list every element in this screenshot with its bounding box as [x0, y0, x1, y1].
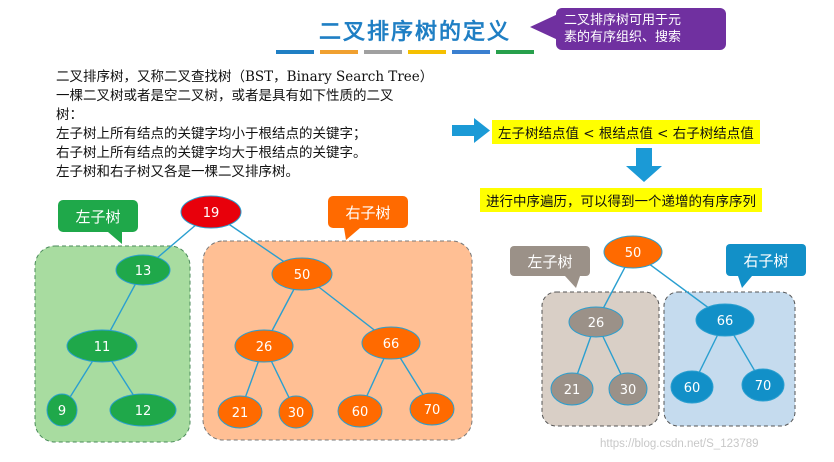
title-underline-2: [320, 50, 358, 54]
watermark: https://blog.csdn.net/S_123789: [600, 438, 759, 450]
node-value: 11: [94, 340, 111, 355]
node-value: 19: [203, 206, 220, 221]
tree-node: 12: [109, 393, 177, 427]
left-subtree-label: 左子树: [75, 208, 120, 226]
title-underline-4: [408, 50, 446, 54]
definition-line: 一棵二叉树或者是空二叉树，或者是具有如下性质的二叉: [56, 88, 394, 104]
callout-box: 二叉排序树可用于元 素的有序组织、搜索: [556, 8, 726, 50]
node-value: 66: [717, 314, 734, 329]
title-underline-6: [496, 50, 534, 54]
tree-node: 50: [271, 257, 333, 291]
node-value: 70: [755, 379, 772, 394]
node-value: 50: [625, 246, 642, 261]
tree-node: 60: [337, 394, 383, 428]
node-value: 12: [135, 404, 152, 419]
tree-node: 60: [670, 370, 714, 404]
callout-line-2: 素的有序组织、搜索: [564, 30, 682, 45]
node-value: 30: [620, 383, 637, 398]
tree-node: 30: [278, 395, 314, 429]
callout-line-1: 二叉排序树可用于元: [564, 13, 682, 28]
left-subtree-tag: 左子树: [510, 246, 590, 288]
definition-text: 二叉排序树，又称二叉查找树（BST，Binary Search Tree） 一棵…: [56, 68, 476, 182]
node-value: 26: [256, 340, 273, 355]
node-value: 30: [288, 406, 305, 421]
node-value: 13: [135, 264, 152, 279]
node-value: 21: [564, 383, 581, 398]
tree-node: 66: [695, 303, 755, 337]
node-value: 66: [383, 337, 400, 352]
node-value: 60: [352, 405, 369, 420]
tree-node-root: 19: [180, 195, 242, 229]
definition-line: 右子树上所有结点的关键字均大于根结点的关键字。: [56, 145, 367, 161]
title-underline-3: [364, 50, 402, 54]
node-value: 50: [294, 268, 311, 283]
callout-pointer: [530, 14, 558, 40]
title-underline-5: [452, 50, 490, 54]
right-subtree-label: 右子树: [743, 252, 788, 270]
tree-node: 70: [409, 392, 455, 426]
tree-node: 26: [234, 329, 294, 363]
page-title: 二叉排序树的定义: [318, 20, 511, 45]
right-arrow-icon: [452, 118, 490, 143]
tree-node: 9: [46, 393, 78, 427]
node-value: 9: [58, 404, 66, 419]
ordering-rule-highlight: 左子树结点值 < 根结点值 < 右子树结点值: [492, 120, 760, 144]
definition-line: 树：: [56, 107, 83, 123]
tree-node: 21: [550, 372, 594, 406]
right-subtree-label: 右子树: [345, 204, 390, 222]
tree-node: 11: [66, 329, 138, 363]
right-subtree-region: [202, 240, 473, 441]
inorder-highlight: 进行中序遍历，可以得到一个递增的有序序列: [480, 188, 762, 212]
tree-node: 30: [608, 372, 648, 406]
left-subtree-tag: 左子树: [58, 200, 138, 244]
left-subtree-label: 左子树: [527, 253, 572, 271]
tree-node: 21: [217, 395, 263, 429]
right-subtree-tag: 右子树: [328, 196, 408, 240]
tree-node: 66: [361, 326, 421, 360]
definition-line: 左子树上所有结点的关键字均小于根结点的关键字；: [56, 126, 367, 142]
node-value: 70: [424, 403, 441, 418]
node-value: 26: [588, 316, 605, 331]
definition-line: 二叉排序树，又称二叉查找树（BST，Binary Search Tree）: [56, 69, 434, 85]
right-subtree-tag: 右子树: [726, 244, 806, 288]
tree-node: 70: [741, 368, 785, 402]
tree-node-root: 50: [603, 235, 663, 269]
down-arrow-icon: [626, 148, 662, 182]
definition-line: 左子树和右子树又各是一棵二叉排序树。: [56, 164, 299, 180]
node-value: 21: [232, 406, 249, 421]
node-value: 60: [684, 381, 701, 396]
tree-node: 13: [115, 254, 171, 286]
tree-node: 26: [568, 306, 624, 338]
title-underline-1: [276, 50, 314, 54]
